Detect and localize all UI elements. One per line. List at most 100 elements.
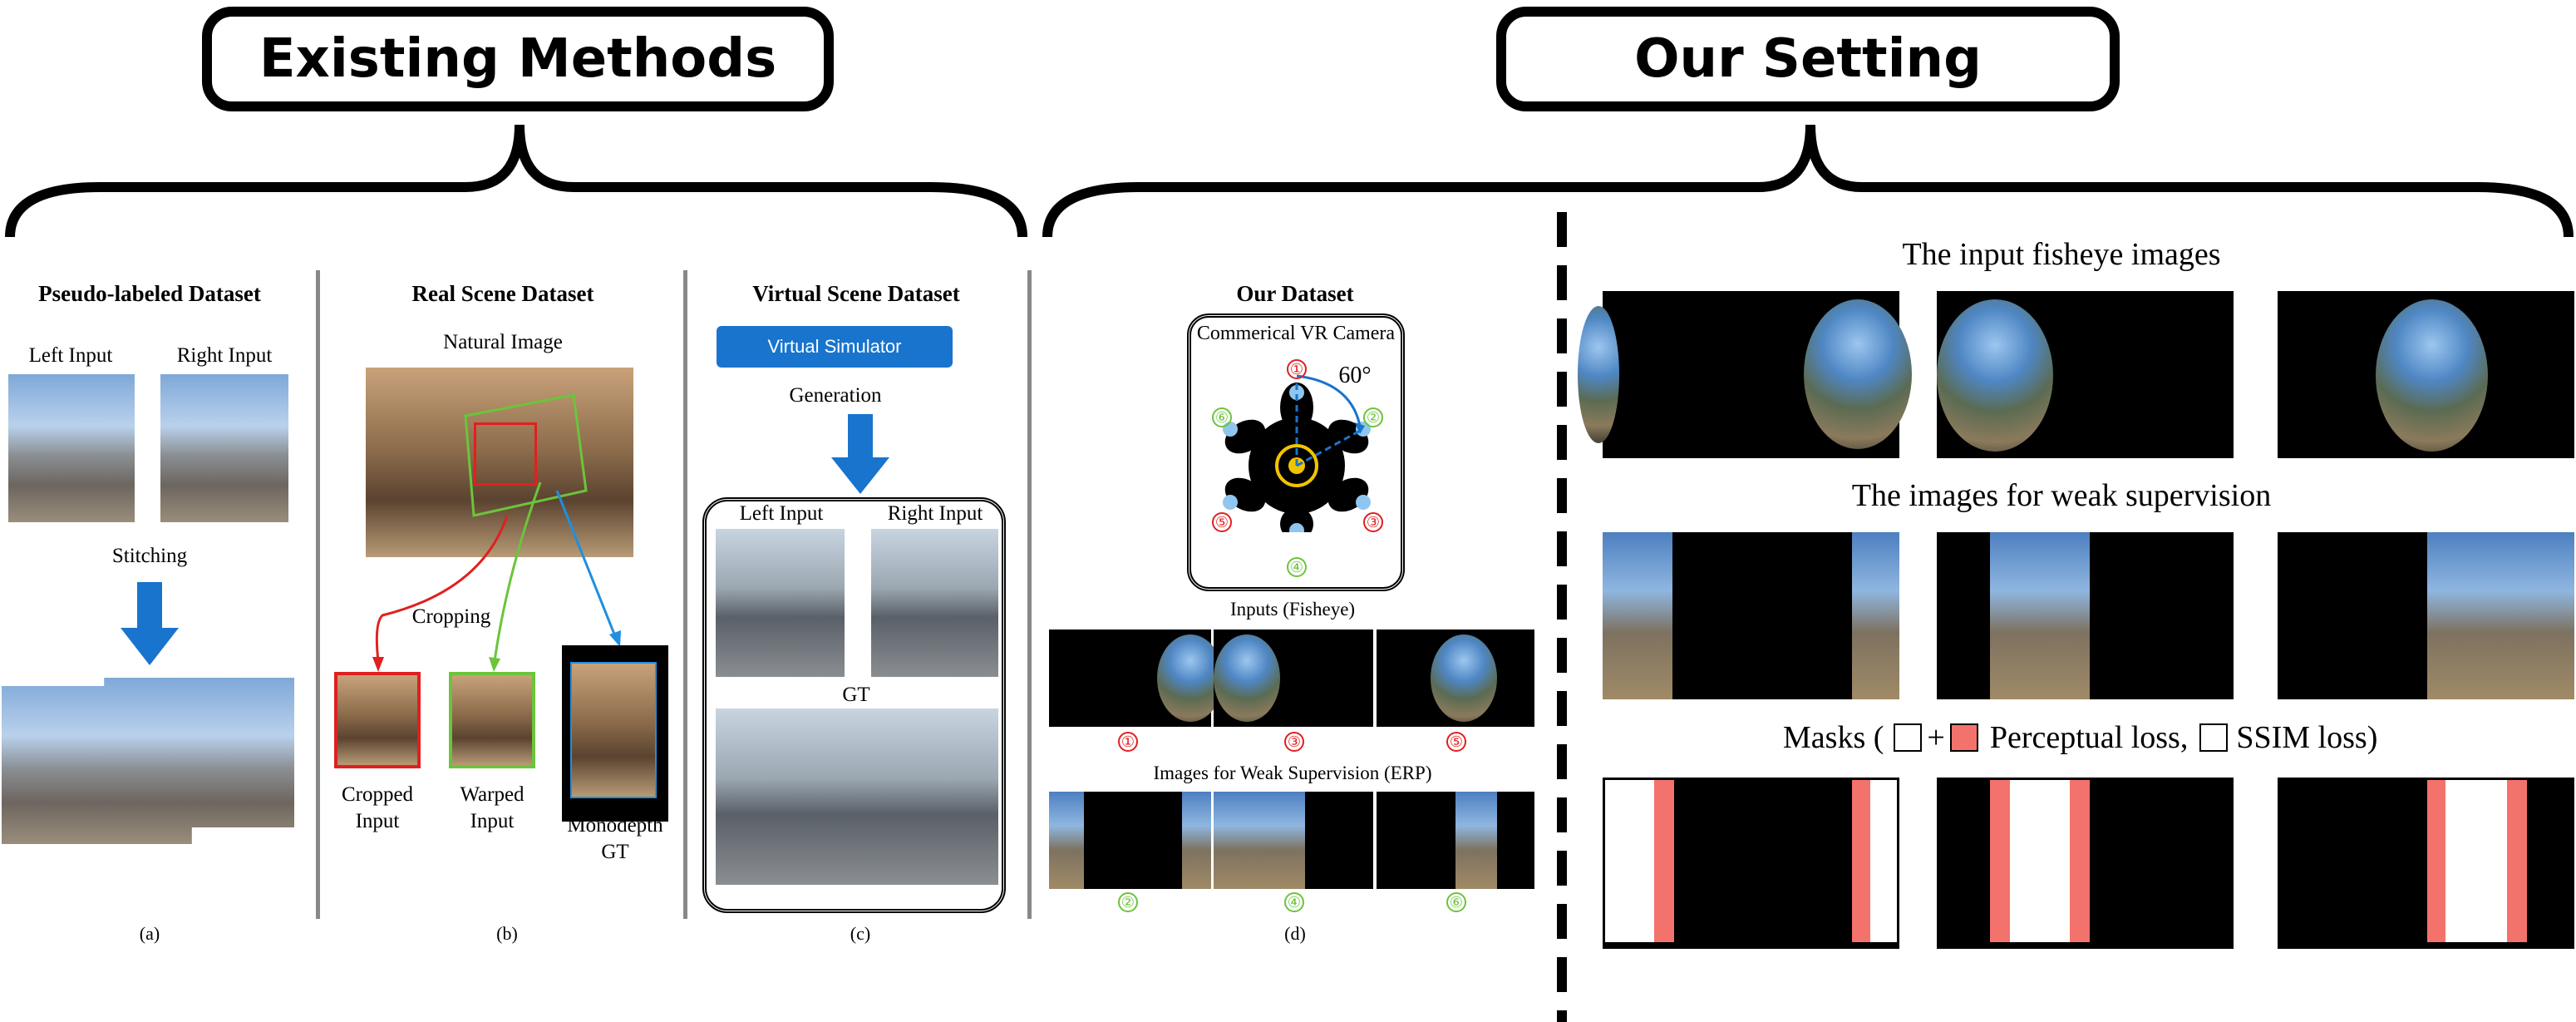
separator-ab xyxy=(316,270,320,919)
right-fisheye-2 xyxy=(1937,291,2234,458)
ours-brace xyxy=(1042,124,2574,238)
camera-label: Commerical VR Camera xyxy=(1196,323,1396,344)
braces xyxy=(5,124,2574,238)
erp-image-6 xyxy=(1377,792,1534,889)
mask-image-2 xyxy=(1937,778,2234,949)
separator-cd xyxy=(1027,270,1032,919)
right-fisheye-3 xyxy=(2278,291,2574,458)
fisheye-input-5 xyxy=(1377,629,1534,727)
dashed-divider xyxy=(1557,212,1567,1022)
erp-num-4: ④ xyxy=(1284,892,1304,912)
panel-b-arrows xyxy=(372,481,621,672)
right-weak-1 xyxy=(1603,532,1899,699)
right-fisheye-3-lens xyxy=(2376,299,2488,452)
mask-2-red-right xyxy=(2070,780,2090,942)
inputs-fisheye-label: Inputs (Fisheye) xyxy=(1229,599,1356,620)
mask-image-1 xyxy=(1603,778,1899,949)
weak-images-title: The images for weak supervision xyxy=(1851,478,2272,513)
left-input-label: Left Input xyxy=(28,344,113,367)
virtual-gt-label: GT xyxy=(842,684,870,706)
monodepth-inner xyxy=(570,662,657,798)
caption-a: (a) xyxy=(139,923,160,944)
monodepth-gt-label: Monodepth GT xyxy=(567,814,663,863)
red-swatch xyxy=(1949,723,1978,752)
warp-box xyxy=(464,393,588,517)
virtual-simulator-label: Virtual Simulator xyxy=(767,336,902,357)
cam-num-2: ② xyxy=(1363,407,1383,427)
warped-input-photo xyxy=(449,672,535,768)
cam-num-5: ⑤ xyxy=(1212,512,1232,532)
mask-image-3 xyxy=(2278,778,2574,949)
separator-bc xyxy=(683,270,687,919)
masks-legend: Masks ( + Perceptual loss, SSIM loss) xyxy=(1783,717,2377,758)
panel-a-title: Pseudo-labeled Dataset xyxy=(38,281,261,306)
warped-input-label: Warped Input xyxy=(460,783,525,832)
cam-num-1: ① xyxy=(1287,359,1307,379)
cropping-label: Cropping xyxy=(411,605,491,628)
fisheye-images-title: The input fisheye images xyxy=(1902,237,2221,272)
panel-b-title: Real Scene Dataset xyxy=(411,281,594,306)
virtual-left-input-label: Left Input xyxy=(739,502,824,525)
masks-prefix: Masks ( xyxy=(1783,720,1884,755)
our-setting-title: Our Setting xyxy=(1496,7,2120,111)
crop-box xyxy=(474,422,537,486)
right-input-photo xyxy=(160,374,288,522)
virtual-left-photo xyxy=(716,529,845,677)
right-fisheye-2-lens xyxy=(1937,299,2053,452)
virtual-simulator-box: Virtual Simulator xyxy=(717,326,953,368)
stitching-arrow xyxy=(121,582,179,665)
generation-label: Generation xyxy=(789,384,882,407)
virtual-right-input-label: Right Input xyxy=(887,502,983,525)
cam-num-6: ⑥ xyxy=(1212,407,1232,427)
right-input-label: Right Input xyxy=(176,344,273,367)
camera-frame xyxy=(1187,314,1405,591)
natural-image-label: Natural Image xyxy=(443,331,563,353)
monodepth-gt-photo xyxy=(562,645,668,822)
cam-num-3: ③ xyxy=(1363,512,1383,532)
right-fisheye-1-lens-right xyxy=(1804,299,1912,449)
cropped-input-photo xyxy=(334,672,421,768)
generation-arrow xyxy=(831,414,889,494)
right-weak-1-right xyxy=(1852,532,1899,699)
right-weak-1-left xyxy=(1603,532,1672,699)
fisheye-input-3 xyxy=(1214,629,1373,727)
input-num-3: ③ xyxy=(1284,732,1304,752)
right-weak-3 xyxy=(2278,532,2574,699)
white-swatch-2 xyxy=(2199,723,2229,752)
crop-arrow xyxy=(375,515,509,662)
stitching-label: Stitching xyxy=(111,545,188,567)
right-fisheye-1 xyxy=(1578,291,1912,458)
right-weak-2-center xyxy=(1990,532,2090,699)
vr-camera-diagram xyxy=(1223,374,1371,532)
panel-d-title: Our Dataset xyxy=(1236,281,1354,306)
existing-brace xyxy=(5,124,1027,238)
right-weak-3-right xyxy=(2427,532,2574,699)
panel-c-title: Virtual Scene Dataset xyxy=(752,281,960,306)
virtual-gt-photo xyxy=(716,708,998,885)
erp-2-left xyxy=(1049,792,1084,889)
erp-6-right xyxy=(1455,792,1497,889)
caption-d: (d) xyxy=(1284,923,1306,944)
erp-4-center xyxy=(1214,792,1305,889)
erp-num-2: ② xyxy=(1118,892,1138,912)
right-fisheye-1-lens-left xyxy=(1578,306,1619,443)
ssim-loss-label: SSIM loss) xyxy=(2236,720,2378,755)
input-num-1: ① xyxy=(1118,732,1138,752)
virtual-right-photo xyxy=(871,529,998,677)
erp-image-4 xyxy=(1214,792,1373,889)
fisheye-3-lens xyxy=(1214,634,1280,722)
left-input-photo xyxy=(8,374,135,522)
mask-3-red-left xyxy=(2427,780,2445,942)
fisheye-5-lens xyxy=(1431,634,1497,722)
angle-label: 60° xyxy=(1338,363,1372,388)
input-num-5: ⑤ xyxy=(1446,732,1466,752)
plus-sign: + xyxy=(1927,720,1945,755)
mask-3-red-right xyxy=(2507,780,2527,942)
depth-arrow xyxy=(555,490,617,637)
fisheye-input-1 xyxy=(1049,629,1224,727)
weak-supervision-label: Images for Weak Supervision (ERP) xyxy=(1153,763,1432,783)
erp-image-2 xyxy=(1049,792,1211,889)
stitched-panorama xyxy=(2,678,294,844)
natural-image-photo xyxy=(366,368,633,557)
perceptual-loss-label: Perceptual loss, xyxy=(1989,720,2189,755)
